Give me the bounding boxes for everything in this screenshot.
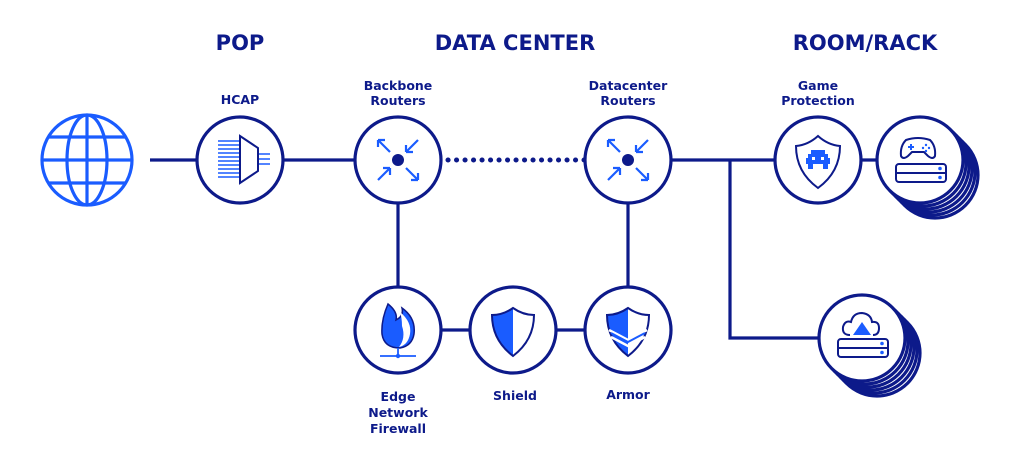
label-edge-3: Firewall [370,421,426,436]
label-game-protection-2: Protection [781,93,855,108]
router-arrows-icon [376,138,420,182]
chevron-stripes-icon [608,328,648,348]
router-arrows-icon [606,138,650,182]
hcap-filter-icon [218,134,270,185]
label-backbone-1: Backbone [364,78,433,93]
half-shield-icon [492,308,513,356]
shield-icon [794,134,842,190]
cloud-server-stack [817,293,922,398]
game-server-stack [875,115,980,220]
armor-node [583,285,673,375]
label-game-protection-1: Game [798,78,838,93]
label-datacenter-2: Routers [600,93,655,108]
game-protection-node [773,115,863,205]
label-edge-1: Edge [381,389,416,404]
gamepad-icon [899,137,937,159]
header-data-center: DATA CENTER [435,31,595,55]
cloud-upload-icon [841,311,881,336]
globe-icon [40,113,134,207]
backbone-routers-node [353,115,443,205]
edge-firewall-node [353,285,443,375]
shield-node [468,285,558,375]
server-icon [837,338,889,358]
connections [150,157,878,340]
label-armor: Armor [606,387,650,402]
server-icon [895,163,947,183]
label-datacenter-1: Datacenter [589,78,668,93]
datacenter-routers-node [583,115,673,205]
space-invader-icon [806,150,830,169]
label-backbone-2: Routers [370,93,425,108]
label-edge-2: Network [368,405,428,420]
header-pop: POP [216,31,265,55]
label-hcap: HCAP [221,92,259,107]
label-shield: Shield [493,388,537,403]
hcap-node [195,115,285,205]
header-room-rack: ROOM/RACK [793,31,938,55]
